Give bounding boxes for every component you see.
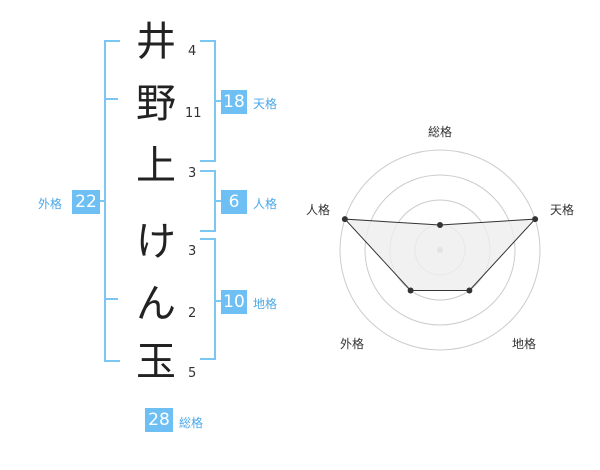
stroke-count: 3 bbox=[188, 166, 197, 181]
tenkaku-badge: 18 bbox=[221, 90, 247, 114]
radar-point bbox=[437, 222, 443, 228]
bracket-connector bbox=[214, 200, 222, 202]
chikaku-label: 地格 bbox=[253, 297, 278, 311]
stroke-count: 11 bbox=[185, 106, 202, 121]
name-char: 上 bbox=[136, 143, 176, 189]
radar-axis-label: 地格 bbox=[511, 337, 536, 351]
gaikaku-label: 外格 bbox=[38, 197, 63, 211]
bracket-connector bbox=[98, 200, 106, 202]
chikaku-bracket bbox=[200, 238, 216, 360]
radar-point bbox=[407, 287, 414, 294]
bracket-connector bbox=[214, 100, 222, 102]
radar-axis-label: 外格 bbox=[339, 337, 364, 351]
name-char: ん bbox=[136, 281, 176, 327]
stroke-count: 4 bbox=[188, 44, 197, 59]
radar-point bbox=[532, 216, 539, 223]
soukaku-label: 総格 bbox=[179, 416, 204, 430]
tenkaku-label: 天格 bbox=[253, 97, 278, 111]
radar-axis-label: 人格 bbox=[305, 203, 330, 217]
gaikaku-badge: 22 bbox=[72, 190, 100, 214]
stroke-count: 5 bbox=[188, 366, 197, 381]
bracket-tick bbox=[104, 298, 118, 300]
bracket-tick bbox=[104, 98, 118, 100]
radar-ring bbox=[339, 149, 541, 351]
jinkaku-badge: 6 bbox=[221, 190, 247, 214]
bracket-connector bbox=[214, 300, 222, 302]
name-char: け bbox=[136, 219, 176, 265]
radar-polygon bbox=[343, 218, 537, 291]
stroke-count: 2 bbox=[188, 306, 197, 321]
radar-axis-label: 天格 bbox=[549, 203, 574, 217]
radar-point bbox=[466, 287, 473, 294]
radar-axis-label: 総格 bbox=[427, 125, 452, 139]
stroke-count: 3 bbox=[188, 244, 197, 259]
radar-point bbox=[341, 216, 348, 223]
jinkaku-label: 人格 bbox=[253, 197, 278, 211]
radar-ring bbox=[364, 174, 516, 326]
soukaku-badge: 28 bbox=[145, 408, 173, 432]
name-char: 野 bbox=[136, 81, 176, 127]
name-char: 玉 bbox=[136, 339, 176, 385]
chikaku-badge: 10 bbox=[221, 290, 247, 314]
name-char: 井 bbox=[136, 19, 176, 65]
